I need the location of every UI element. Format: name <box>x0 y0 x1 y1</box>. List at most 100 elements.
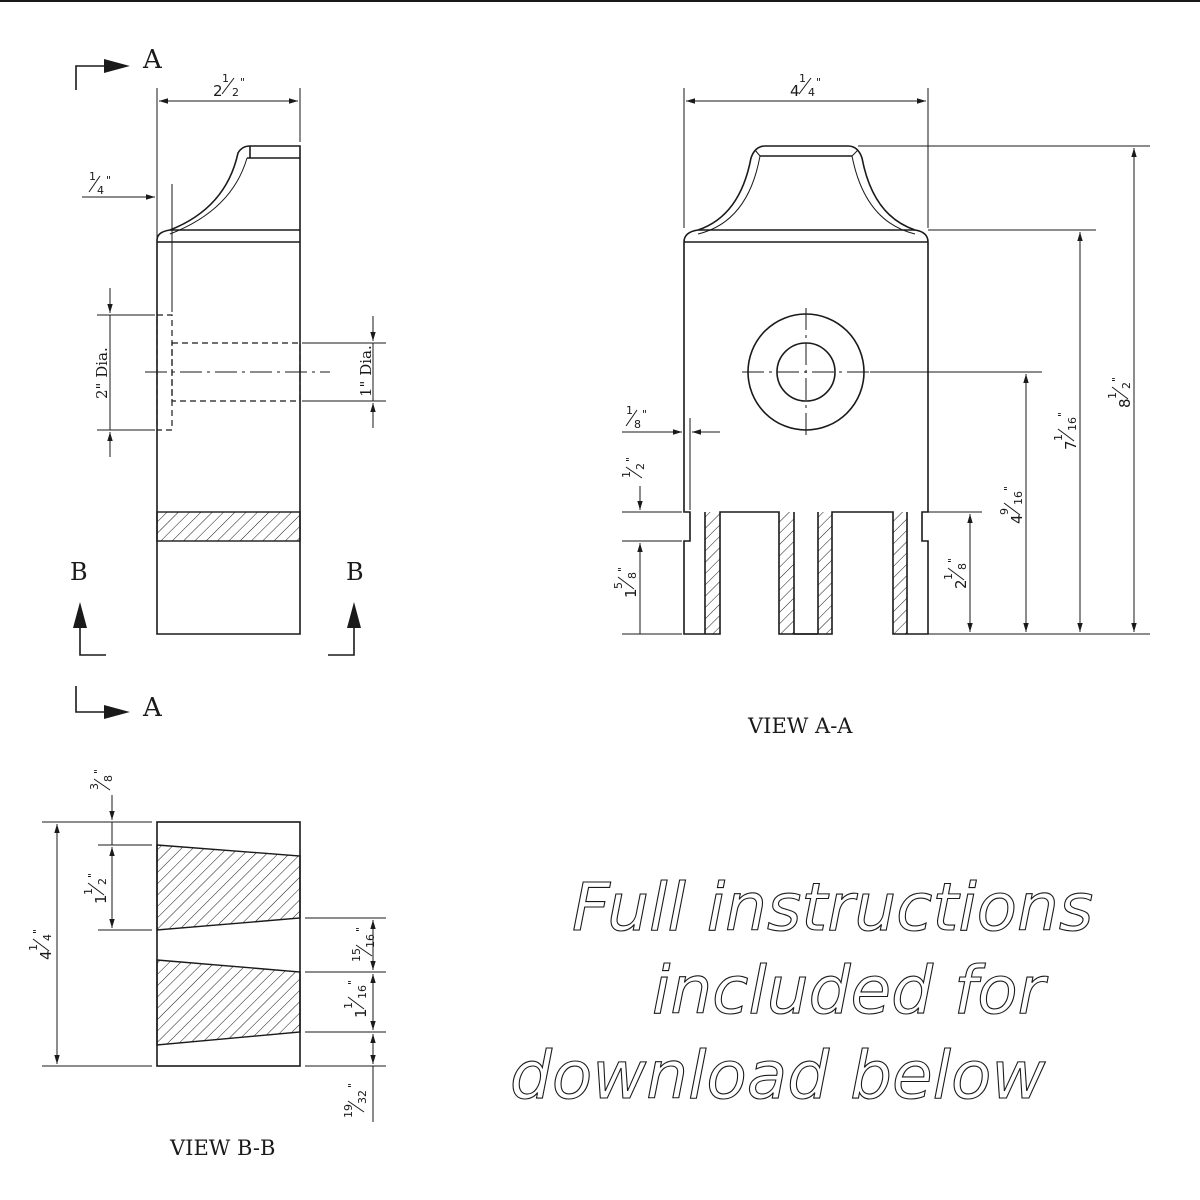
dim-bb-top-num: 3 <box>88 783 101 790</box>
section-label-b-right: B <box>346 558 364 586</box>
section-arrow-b-right: B <box>328 558 364 656</box>
bb-taper-lower <box>156 959 301 1046</box>
svg-text:": " <box>642 408 647 421</box>
dim-step-width: 1 8 " <box>622 404 720 510</box>
dim-hole-whole: 4 <box>1008 514 1026 524</box>
dim-bore-small-label: 1" Dia. <box>357 345 375 397</box>
dim-front-width-den: 4 <box>808 86 815 99</box>
dim-hole-num: 9 <box>998 508 1011 515</box>
svg-text:": " <box>240 76 245 89</box>
svg-text:": " <box>346 1083 359 1088</box>
side-head-outline <box>156 145 301 241</box>
svg-text:": " <box>616 567 629 572</box>
svg-text:": " <box>1002 486 1015 491</box>
dim-bb-slot2: 1 1 16 " <box>342 974 376 1030</box>
dim-bb-slot-whole: 1 <box>92 894 110 904</box>
dim-bore-large-label: 2" Dia. <box>93 347 111 399</box>
dim-bb-bottom: 19 32 " <box>342 1034 376 1122</box>
dim-bb-top-den: 8 <box>102 775 115 782</box>
dim-groove-height: 1 2 " <box>620 457 682 635</box>
dim-front-width-whole: 4 <box>790 82 800 100</box>
dim-front-width-num: 1 <box>799 72 806 85</box>
front-body-outline <box>683 242 929 635</box>
dim-slot-whole: 2 <box>952 579 970 589</box>
view-a-a: 4 1 4 " 8 1 2 " 7 1 <box>612 72 1150 738</box>
dim-overall-num: 1 <box>1106 392 1119 399</box>
dim-bb-gap-num: 15 <box>350 948 363 962</box>
svg-text:": " <box>346 980 359 985</box>
dim-bb-total-num: 1 <box>27 944 40 951</box>
side-view: A A B B <box>70 45 386 723</box>
dim-side-offset-num: 1 <box>89 170 96 183</box>
dim-body-height: 7 1 16 " <box>1052 232 1083 632</box>
download-note: Full instructions included for download … <box>509 868 1093 1114</box>
dim-bore-small: 1" Dia. <box>302 316 386 428</box>
side-section-band <box>156 511 301 542</box>
section-label-b-left: B <box>70 558 88 586</box>
dim-bb-gap-den: 16 <box>364 934 377 948</box>
section-label-a-bottom: A <box>142 693 163 723</box>
dim-leg-num: 5 <box>612 582 625 589</box>
svg-text:": " <box>354 927 367 932</box>
dim-bb-slot-num: 1 <box>82 888 95 895</box>
note-line-2: included for <box>652 952 1049 1029</box>
note-line-3: download below <box>510 1037 1046 1114</box>
section-arrow-a-top: A <box>75 45 163 90</box>
leg-hatch-2 <box>779 512 794 634</box>
dim-side-offset: 1 4 " <box>82 170 173 312</box>
dim-step-num: 1 <box>626 404 633 417</box>
front-head-outline <box>683 145 929 243</box>
dim-bb-top: 3 8 " <box>88 769 115 845</box>
view-b-b-title: VIEW B-B <box>169 1136 275 1160</box>
dim-side-width-num: 1 <box>222 72 229 85</box>
svg-text:": " <box>106 174 111 187</box>
dim-body-den: 16 <box>1066 417 1079 431</box>
dim-front-width: 4 1 4 " <box>683 72 929 228</box>
view-a-a-title: VIEW A-A <box>747 714 853 738</box>
svg-text:": " <box>1110 377 1123 382</box>
dim-groove-den: 2 <box>634 463 647 470</box>
dim-slot-num: 1 <box>942 573 955 580</box>
dim-body-whole: 7 <box>1062 440 1080 450</box>
dim-bb-total: 4 1 4 " <box>27 824 60 1064</box>
view-b-b: 3 8 " 1 1 2 " 4 1 4 " <box>27 769 386 1160</box>
section-arrow-a-bottom: A <box>75 686 163 723</box>
dim-leg-height: 1 5 8 " <box>612 567 640 598</box>
dim-overall-height: 8 1 2 " <box>1106 148 1137 632</box>
dim-leg-whole: 1 <box>622 588 640 598</box>
dim-bb-total-den: 4 <box>41 934 54 941</box>
svg-text:": " <box>624 457 637 462</box>
dim-side-offset-den: 4 <box>97 184 104 197</box>
dim-leg-den: 8 <box>626 572 639 579</box>
dim-slot-height: 2 1 8 " <box>942 514 973 632</box>
dim-bb-total-whole: 4 <box>37 950 55 960</box>
dim-bb-slot: 1 1 2 " <box>82 847 115 928</box>
bb-taper-upper <box>156 844 301 931</box>
svg-text:": " <box>1056 412 1069 417</box>
svg-text:": " <box>31 929 44 934</box>
dim-bb-slot2-whole: 1 <box>352 1008 370 1018</box>
dim-hole-height: 4 9 16 " <box>998 374 1029 632</box>
dim-bore-large: 2" Dia. <box>93 288 155 457</box>
dim-bb-bottom-num: 19 <box>342 1104 355 1118</box>
svg-text:": " <box>86 873 99 878</box>
svg-text:": " <box>816 76 821 89</box>
svg-text:": " <box>92 769 105 774</box>
dim-bb-slot2-num: 1 <box>342 1002 355 1009</box>
dim-bb-slot2-den: 16 <box>356 985 369 999</box>
dim-bb-bottom-den: 32 <box>356 1090 369 1104</box>
dim-side-width: 2 1 2 " <box>156 72 301 240</box>
leg-hatch-1 <box>705 512 720 634</box>
dim-side-width-den: 2 <box>232 86 239 99</box>
dim-overall-den: 2 <box>1120 382 1133 389</box>
dim-body-num: 1 <box>1052 434 1065 441</box>
note-line-1: Full instructions <box>572 869 1093 946</box>
leg-hatch-4 <box>893 512 907 634</box>
section-label-a-top: A <box>142 45 163 75</box>
bb-outline <box>156 821 301 1067</box>
dim-slot-den: 8 <box>956 563 969 570</box>
dim-overall-whole: 8 <box>1116 398 1134 408</box>
dim-bb-gap: 15 16 " <box>350 920 377 970</box>
dim-hole-den: 16 <box>1012 491 1025 505</box>
